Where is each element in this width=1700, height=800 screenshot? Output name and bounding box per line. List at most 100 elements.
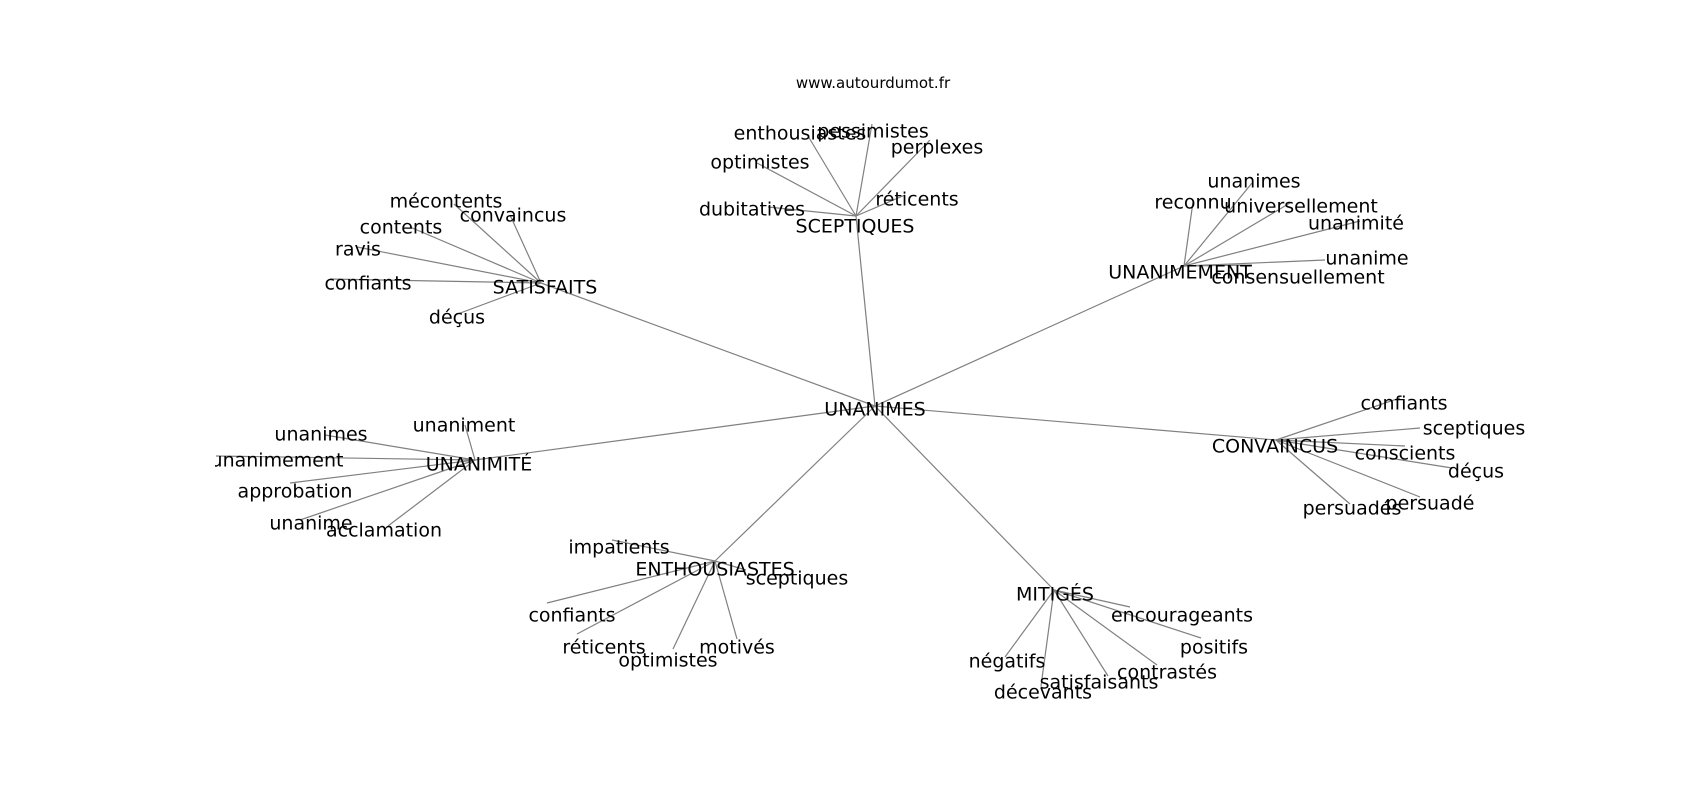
edge-sceptiques-to-dubitatives xyxy=(767,206,857,217)
leaf-node-sceptiques-perplexes: perplexes xyxy=(891,137,984,159)
edge-center-to-unanimite xyxy=(474,405,876,461)
leaf-node-convaincus-persuades: persuadés xyxy=(1303,498,1402,520)
edge-convaincus-to-persuades xyxy=(1275,439,1351,505)
leaf-node-enthousiastes-optimistes: optimistes xyxy=(618,650,717,672)
edge-center-to-convaincus xyxy=(874,405,1277,441)
leaf-node-enthousiastes-impatients: impatients xyxy=(568,537,669,559)
leaf-node-satisfaits-confiants: confiants xyxy=(324,273,411,295)
leaf-node-satisfaits-decus: déçus xyxy=(429,307,485,329)
leaf-node-convaincus-sceptiques: sceptiques xyxy=(1423,418,1526,440)
edge-sceptiques-to-reticents xyxy=(855,194,906,217)
leaf-node-unanimement-unanimite: unanimité xyxy=(1308,213,1404,235)
leaf-node-unanimement-reconnu: reconnu xyxy=(1154,192,1231,214)
edge-unanimite-to-acclamation xyxy=(387,459,476,527)
edge-convaincus-to-decus xyxy=(1275,439,1453,469)
edge-sceptiques-to-perplexes xyxy=(855,139,931,217)
leaf-node-enthousiastes-motives: motivés xyxy=(699,637,775,659)
leaf-node-unanimement-consensuellement: consensuellement xyxy=(1211,267,1384,289)
edge-unanimite-to-unanimement xyxy=(215,455,476,461)
edge-unanimement-to-universellement xyxy=(1183,202,1291,267)
hub-node-unanimite: UNANIMITÉ xyxy=(426,453,533,476)
leaf-node-mitiges-contrastes: contrastés xyxy=(1117,662,1217,684)
leaf-node-unanimement-unanime: unanime xyxy=(1325,248,1408,270)
leaf-node-enthousiastes-confiants: confiants xyxy=(528,605,615,627)
leaf-node-convaincus-persuade: persuadé xyxy=(1386,493,1475,515)
leaf-node-mitiges-satisfaisants: satisfaisants xyxy=(1040,672,1159,694)
leaf-node-sceptiques-pessimistes: pessimistes xyxy=(817,121,929,143)
edge-convaincus-to-confiants xyxy=(1275,397,1401,441)
edge-enthousiastes-to-reticents xyxy=(576,560,716,635)
edge-center-to-satisfaits xyxy=(540,282,876,407)
edge-convaincus-to-conscients xyxy=(1275,439,1406,447)
leaf-node-enthousiastes-reticents: réticents xyxy=(562,637,645,659)
leaf-node-unanimement-unanimes: unanimes xyxy=(1207,171,1300,193)
hub-node-mitiges: MITIGÉS xyxy=(1016,583,1094,606)
edge-unanimite-to-unaniment xyxy=(464,424,476,461)
edge-mitiges-to-encourageants xyxy=(1053,589,1131,608)
leaf-node-mitiges-encourageants: encourageants xyxy=(1111,605,1253,627)
leaf-node-satisfaits-mecontents: mécontents xyxy=(390,191,503,213)
leaf-node-unanimite-approbation: approbation xyxy=(238,481,353,503)
edge-mitiges-to-negatifs xyxy=(1004,589,1055,658)
edge-convaincus-to-persuade xyxy=(1275,439,1421,498)
leaf-node-unanimite-unanimes: unanimes xyxy=(274,424,367,446)
leaf-node-unanimite-acclamation: acclamation xyxy=(326,520,442,542)
edge-satisfaits-to-confiants xyxy=(329,278,542,284)
edge-satisfaits-to-decus xyxy=(454,282,542,316)
edge-unanimement-to-unanime xyxy=(1183,259,1326,267)
edge-enthousiastes-to-optimistes xyxy=(672,560,716,650)
leaf-node-sceptiques-dubitatives: dubitatives xyxy=(699,199,805,221)
edge-unanimite-to-approbation xyxy=(289,459,476,484)
leaf-node-mitiges-negatifs: négatifs xyxy=(969,651,1046,673)
edge-mitiges-to-satisfaisants xyxy=(1053,589,1109,677)
edge-satisfaits-to-contents xyxy=(409,226,542,284)
leaf-node-sceptiques-enthousiastes: enthousiastes xyxy=(734,123,867,145)
leaf-node-mitiges-decevants: décevants xyxy=(994,682,1092,704)
leaf-node-satisfaits-ravis: ravis xyxy=(335,239,381,261)
edge-enthousiastes-to-motives xyxy=(714,560,738,640)
edge-enthousiastes-to-impatients xyxy=(611,539,716,562)
leaf-node-sceptiques-optimistes: optimistes xyxy=(710,152,809,174)
hub-node-convaincus: CONVAINCUS xyxy=(1212,436,1338,458)
hub-node-sceptiques: SCEPTIQUES xyxy=(796,216,915,238)
leaf-node-unanimite-unanime: unanime xyxy=(269,513,352,535)
edge-unanimite-to-unanimes xyxy=(324,434,476,461)
edge-mitiges-to-decevants xyxy=(1040,589,1055,687)
edge-convaincus-to-sceptiques xyxy=(1275,427,1421,441)
edge-satisfaits-to-mecontents xyxy=(453,203,542,284)
labels-layer: UNANIMES SCEPTIQUES enthousiastespessimist… xyxy=(211,121,1526,704)
leaf-node-unanimite-unaniment: unaniment xyxy=(413,415,516,437)
center-node-label: UNANIMES xyxy=(824,399,925,421)
edge-satisfaits-to-convaincus xyxy=(509,214,542,284)
hub-node-satisfaits: SATISFAITS xyxy=(493,277,598,299)
graph-group: UNANIMES SCEPTIQUES enthousiastespessimist… xyxy=(211,121,1526,704)
edge-center-to-unanimement xyxy=(874,265,1185,407)
edge-enthousiastes-to-sceptiques xyxy=(714,560,747,571)
edge-sceptiques-to-enthousiastes xyxy=(807,135,857,217)
leaf-node-sceptiques-reticents: réticents xyxy=(875,189,958,211)
leaf-node-satisfaits-contents: contents xyxy=(360,217,443,239)
hub-node-enthousiastes: ENTHOUSIASTES xyxy=(635,559,794,581)
leaf-node-mitiges-positifs: positifs xyxy=(1180,637,1248,659)
leaf-node-convaincus-conscients: conscients xyxy=(1355,443,1456,465)
edge-mitiges-to-positifs xyxy=(1053,589,1202,639)
edges-layer xyxy=(215,123,1453,687)
leaf-node-convaincus-decus: déçus xyxy=(1448,461,1504,483)
edge-unanimement-to-reconnu xyxy=(1183,201,1194,267)
source-url: www.autourdumot.fr xyxy=(796,74,951,92)
edge-enthousiastes-to-confiants xyxy=(546,560,716,604)
leaf-node-convaincus-confiants: confiants xyxy=(1360,393,1447,415)
edge-center-to-enthousiastes xyxy=(714,405,876,562)
edge-sceptiques-to-optimistes xyxy=(756,162,857,217)
edge-center-to-sceptiques xyxy=(855,215,876,407)
edge-center-to-mitiges xyxy=(874,405,1055,591)
edge-unanimite-to-unanime xyxy=(299,459,476,521)
hub-node-unanimement: UNANIMEMENT xyxy=(1108,262,1252,284)
edge-unanimement-to-unanimes xyxy=(1183,182,1253,267)
leaf-node-unanimite-unanimement: unanimement xyxy=(211,450,344,472)
leaf-node-satisfaits-convaincus: convaincus xyxy=(460,205,567,227)
edge-satisfaits-to-ravis xyxy=(356,246,542,284)
leaf-node-enthousiastes-sceptiques: sceptiques xyxy=(746,568,849,590)
leaf-node-unanimement-universellement: universellement xyxy=(1224,196,1378,218)
